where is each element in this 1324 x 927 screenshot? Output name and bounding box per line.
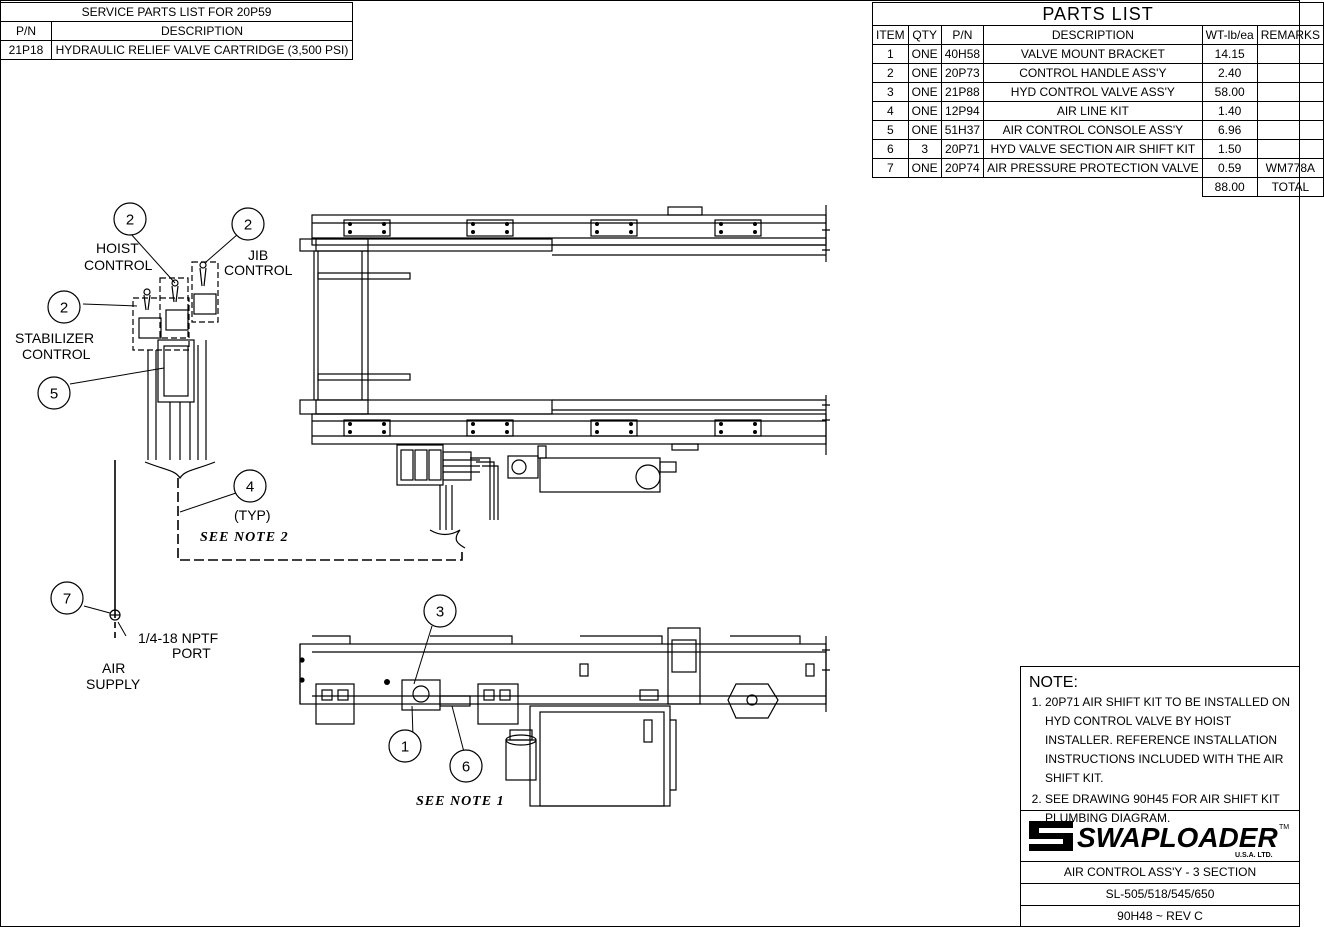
callout-balloon: 2 — [113, 202, 147, 236]
air-supply-label-2: SUPPLY — [86, 676, 141, 692]
title-block: NOTE: 20P71 AIR SHIFT KIT TO BE INSTALLE… — [1020, 666, 1300, 927]
callout-balloon: 6 — [449, 749, 483, 783]
callout-balloon: 2 — [47, 290, 81, 324]
air-supply-label: AIR — [102, 660, 125, 676]
callout-number: 5 — [50, 386, 58, 403]
callout-number: 3 — [436, 604, 444, 621]
model-numbers: SL-505/518/545/650 — [1021, 884, 1299, 906]
air-control-console — [132, 261, 219, 480]
callout-number: 4 — [246, 479, 254, 496]
top-view-valve-and-tank — [396, 444, 677, 549]
company-logo: SWAPLOADER TM U.S.A. LTD. — [1021, 811, 1299, 862]
logo-subtext: U.S.A. LTD. — [1235, 852, 1273, 859]
notes-heading: NOTE: — [1029, 674, 1078, 691]
callout-balloon: 7 — [50, 581, 84, 615]
table-cell: 6.96 — [1201, 120, 1258, 140]
logo-s-mark-icon — [1029, 821, 1073, 851]
drawing-number: 90H48 ~ REV C — [1117, 909, 1203, 923]
parts-header-cell: ITEM — [872, 25, 909, 45]
table-cell: ONE — [907, 82, 942, 102]
table-cell: CONTROL HANDLE ASS'Y — [983, 63, 1203, 83]
table-cell: 21P18 — [0, 40, 52, 60]
callout-balloon: 1 — [388, 729, 422, 763]
side-view-chassis — [299, 627, 830, 807]
parts-header-cell: DESCRIPTION — [983, 25, 1203, 45]
callout-balloon: 2 — [231, 207, 265, 241]
note-item: 20P71 AIR SHIFT KIT TO BE INSTALLED ON H… — [1045, 693, 1291, 788]
table-cell: ONE — [907, 158, 942, 178]
logo-tm: TM — [1279, 824, 1289, 831]
table-cell: WM778A — [1256, 158, 1324, 178]
stabilizer-control-label: STABILIZER — [15, 330, 94, 346]
callout-number: 7 — [63, 591, 71, 608]
callout-number: 2 — [60, 300, 68, 317]
typ-label: (TYP) — [234, 507, 271, 523]
logo-text: SWAPLOADER — [1077, 822, 1278, 853]
note-item: SEE DRAWING 90H45 FOR AIR SHIFT KIT PLUM… — [1045, 790, 1291, 828]
parts-total-value: 88.00 — [1201, 177, 1258, 197]
air-pressure-protection-valve — [109, 609, 121, 621]
port-label: 1/4-18 NPTF — [138, 630, 218, 646]
parts-header-cell: REMARKS — [1256, 25, 1324, 45]
service-parts-table: SERVICE PARTS LIST FOR 20P59 P/N DESCRIP… — [0, 2, 353, 60]
table-cell: 20P73 — [940, 63, 985, 83]
hoist-control-label: HOIST — [96, 240, 139, 256]
table-cell: ONE — [907, 44, 942, 64]
table-cell: 1.50 — [1201, 139, 1258, 159]
jib-control-label-2: CONTROL — [224, 262, 293, 278]
port-label-2: PORT — [172, 645, 211, 661]
see-note-2-label: SEE NOTE 2 — [200, 530, 289, 545]
parts-total-row: 88.00 TOTAL — [873, 177, 1324, 197]
leader-lines — [69, 232, 465, 753]
parts-header-cell: WT-lb/ea — [1201, 25, 1258, 45]
table-cell: 0.59 — [1201, 158, 1258, 178]
drawing-title: AIR CONTROL ASS'Y - 3 SECTION — [1021, 862, 1299, 884]
table-cell: ONE — [907, 120, 942, 140]
callout-balloon: 5 — [37, 376, 71, 410]
hoist-control-label-2: CONTROL — [84, 257, 153, 273]
table-row: 21P18 HYDRAULIC RELIEF VALVE CARTRIDGE (… — [0, 40, 353, 60]
callout-number: 1 — [401, 739, 409, 756]
parts-total-label: TOTAL — [1256, 177, 1324, 197]
jib-control-label: JIB — [248, 247, 268, 263]
parts-header-cell: QTY — [907, 25, 942, 45]
table-cell: HYD CONTROL VALVE ASS'Y — [983, 82, 1203, 102]
table-cell: 51H37 — [940, 120, 985, 140]
stabilizer-control-label-2: CONTROL — [22, 346, 91, 362]
callout-balloons: 2 2 2 5 4 7 3 1 6 — [37, 202, 483, 783]
notes-panel: NOTE: 20P71 AIR SHIFT KIT TO BE INSTALLE… — [1021, 667, 1299, 825]
notes-list: 20P71 AIR SHIFT KIT TO BE INSTALLED ON H… — [1029, 693, 1291, 828]
see-note-1-label: SEE NOTE 1 — [416, 794, 505, 809]
callout-number: 2 — [244, 217, 252, 234]
service-header-pn: P/N — [0, 21, 52, 41]
callout-number: 6 — [462, 759, 470, 776]
air-lines — [114, 460, 463, 640]
table-cell: HYDRAULIC RELIEF VALVE CARTRIDGE (3,500 … — [51, 40, 353, 60]
top-view-chassis — [299, 205, 830, 455]
table-cell: 40H58 — [940, 44, 985, 64]
callout-number: 2 — [126, 212, 134, 229]
callout-balloon: 3 — [423, 594, 457, 628]
callout-balloon: 4 — [233, 469, 267, 503]
parts-list-title: PARTS LIST — [871, 2, 1324, 26]
table-cell: 20P74 — [940, 158, 985, 178]
table-cell: 2.40 — [1201, 63, 1258, 83]
